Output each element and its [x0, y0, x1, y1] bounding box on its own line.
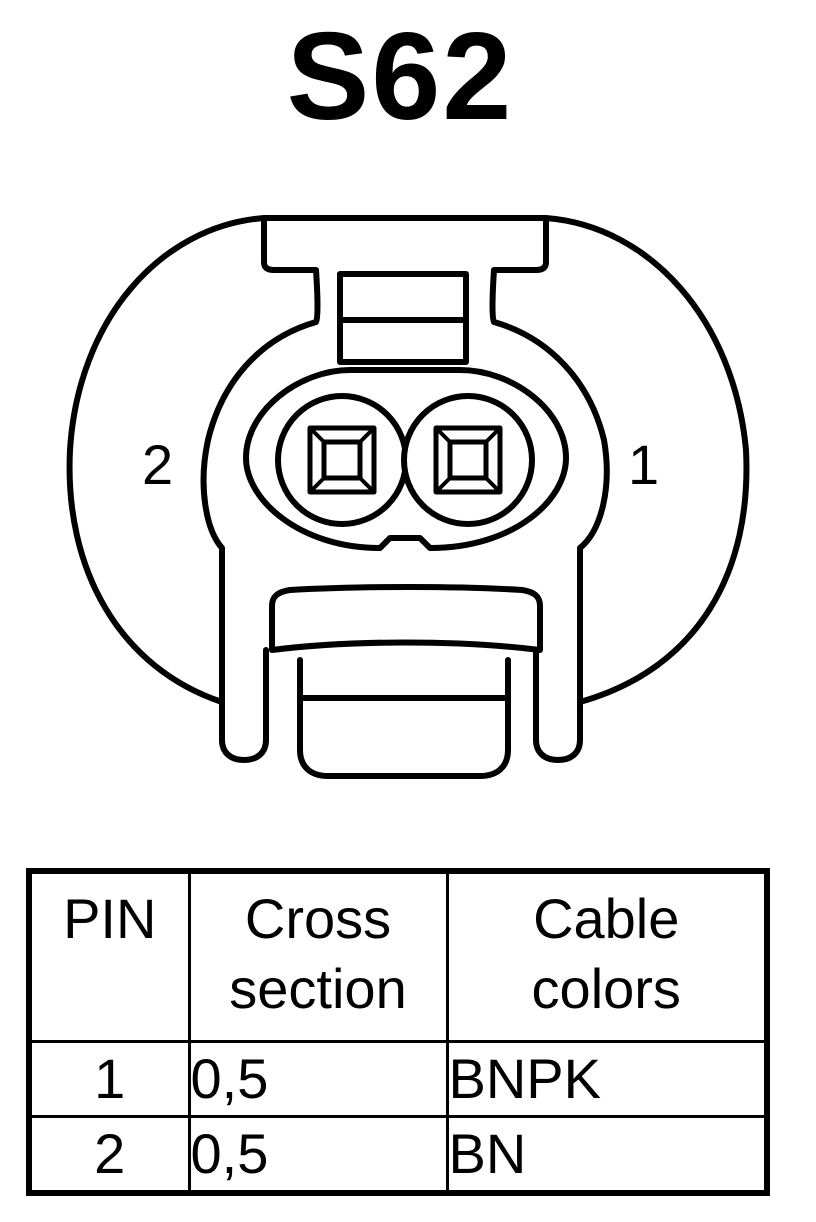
pin-2-terminal [275, 393, 409, 527]
cross-section-value: 0,5 [187, 1040, 449, 1118]
pin-1-terminal [401, 393, 535, 527]
pin-table: PIN Cross section Cable colors 1 0,5 BNP… [26, 868, 770, 1196]
cross-section-value: 0,5 [187, 1115, 449, 1195]
table-row: 2 0,5 BN [27, 1115, 769, 1195]
latch-tab [200, 215, 321, 705]
latch-tab-right [489, 215, 610, 705]
cable-color-value: BNPK [445, 1040, 769, 1118]
cable-color-value: BN [445, 1115, 769, 1195]
pin-number: 1 [27, 1040, 191, 1118]
header-pin: PIN [27, 869, 191, 1043]
header-cross-section: Cross section [187, 869, 449, 1043]
bottom-key [297, 657, 511, 779]
pin-number: 2 [27, 1115, 191, 1195]
pin-label-1: 1 [628, 433, 659, 496]
header-cable-colors: Cable colors [445, 869, 769, 1043]
pin-label-2: 2 [142, 433, 173, 496]
connector-diagram: 2 1 [66, 215, 750, 779]
lock-bar [269, 584, 543, 653]
connector-title: S62 [286, 8, 514, 146]
table-row: 1 0,5 BNPK [27, 1040, 769, 1118]
table-header-row: PIN Cross section Cable colors [27, 869, 769, 1043]
